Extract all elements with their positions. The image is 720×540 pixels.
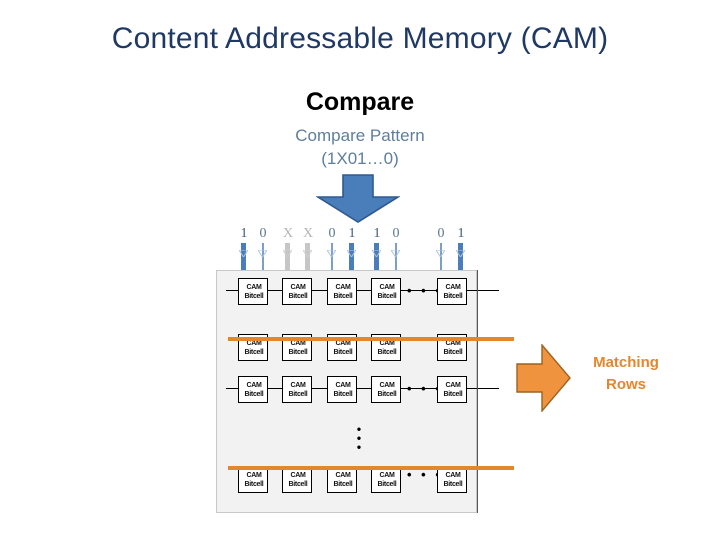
cam-bitcell-r4c2: CAM Bitcell [282,466,312,493]
bit-label-c2-b1: 1 [348,226,356,241]
cam-cell-line2: Bitcell [244,481,264,488]
cam-bitcell-r4c5: CAM Bitcell [437,466,467,493]
bit-label-c2-b0: 0 [328,226,336,241]
cam-cell-line2: Bitcell [288,349,308,356]
bit-label-c1-b0: X [282,226,294,241]
cam-cell-line1: CAM [379,382,395,389]
cam-cell-line2: Bitcell [443,481,463,488]
cam-cell-line1: CAM [246,340,262,347]
cam-cell-line2: Bitcell [377,293,397,300]
matching-rows-line2: Rows [605,376,646,393]
cam-cell-line2: Bitcell [244,293,264,300]
cam-cell-line2: Bitcell [377,391,397,398]
cam-cell-line1: CAM [335,472,351,479]
cam-cell-line2: Bitcell [333,391,353,398]
cam-cell-line2: Bitcell [443,391,463,398]
cam-cell-line2: Bitcell [443,349,463,356]
cam-cell-line2: Bitcell [377,349,397,356]
output-stub-row1 [477,290,499,291]
cam-cell-line2: Bitcell [244,391,264,398]
cam-cell-line1: CAM [379,472,395,479]
cam-cell-line1: CAM [290,382,306,389]
cam-cell-line2: Bitcell [333,349,353,356]
arrow-down-icon [316,174,400,223]
bit-label-c3-b0: 1 [373,226,381,241]
chevron-down-icon-c4-b1 [456,250,465,257]
cam-cell-line2: Bitcell [288,293,308,300]
cam-cell-line1: CAM [335,284,351,291]
cam-bitcell-r1c1: CAM Bitcell [238,278,268,305]
row4-ellipsis: • • • [407,467,443,482]
row3-ellipsis: • • • [407,381,443,396]
array-right-edge [477,270,478,513]
cam-cell-line1: CAM [335,340,351,347]
cam-cell-line1: CAM [246,382,262,389]
cam-cell-line1: CAM [379,284,395,291]
cam-cell-line1: CAM [445,472,461,479]
compare-pattern-label: Compare Pattern [295,126,425,145]
cam-bitcell-r3c3: CAM Bitcell [327,376,357,403]
cam-cell-line1: CAM [445,382,461,389]
bit-label-c1-b1: X [302,226,314,241]
match-line-row4 [228,466,514,470]
compare-heading: Compare [305,88,415,116]
chevron-down-icon-c2-b1 [347,250,356,257]
cam-cell-line1: CAM [335,382,351,389]
cam-cell-line1: CAM [445,284,461,291]
output-stub-row3 [477,388,499,389]
chevron-down-icon-c3-b0 [372,250,381,257]
chevron-down-icon-c0-b0 [239,250,248,257]
cam-cell-line1: CAM [290,284,306,291]
cam-cell-line2: Bitcell [244,349,264,356]
cam-cell-line1: CAM [246,472,262,479]
cam-cell-line1: CAM [290,472,306,479]
bit-label-c0-b1: 0 [259,226,267,241]
cam-bitcell-r3c1: CAM Bitcell [238,376,268,403]
bit-label-c0-b0: 1 [240,226,248,241]
cam-cell-line2: Bitcell [377,481,397,488]
arrow-right-icon [516,344,571,412]
matching-rows-label: Matching Rows [566,352,686,396]
cam-bitcell-r1c5: CAM Bitcell [437,278,467,305]
cam-bitcell-r4c4: CAM Bitcell [371,466,401,493]
chevron-down-icon-c4-b0 [436,250,445,257]
chevron-down-icon-c1-b0 [283,250,292,257]
bit-label-c3-b1: 0 [392,226,400,241]
cam-bitcell-r3c2: CAM Bitcell [282,376,312,403]
cam-bitcell-r3c4: CAM Bitcell [371,376,401,403]
chevron-down-icon-c2-b0 [327,250,336,257]
matching-rows-line1: Matching [593,354,659,371]
cam-bitcell-r3c5: CAM Bitcell [437,376,467,403]
chevron-down-icon-c3-b1 [391,250,400,257]
cam-bitcell-r4c1: CAM Bitcell [238,466,268,493]
cam-cell-line1: CAM [379,340,395,347]
cam-bitcell-r1c3: CAM Bitcell [327,278,357,305]
array-vertical-ellipsis: ••• [356,422,362,454]
cam-bitcell-r1c2: CAM Bitcell [282,278,312,305]
cam-bitcell-r4c3: CAM Bitcell [327,466,357,493]
cam-cell-line2: Bitcell [443,293,463,300]
bit-label-c4-b1: 1 [457,226,465,241]
row1-ellipsis: • • • [407,283,443,298]
cam-cell-line1: CAM [290,340,306,347]
cam-cell-line1: CAM [246,284,262,291]
page-title: Content Addressable Memory (CAM) [111,22,609,55]
cam-bitcell-r1c4: CAM Bitcell [371,278,401,305]
cam-cell-line2: Bitcell [333,293,353,300]
bit-label-c4-b0: 0 [437,226,445,241]
cam-cell-line2: Bitcell [288,481,308,488]
match-line-row2 [228,337,514,341]
compare-pattern-value: (1X01…0) [321,149,399,168]
cam-cell-line2: Bitcell [288,391,308,398]
cam-cell-line2: Bitcell [333,481,353,488]
chevron-down-icon-c1-b1 [303,250,312,257]
chevron-down-icon-c0-b1 [258,250,267,257]
cam-cell-line1: CAM [445,340,461,347]
